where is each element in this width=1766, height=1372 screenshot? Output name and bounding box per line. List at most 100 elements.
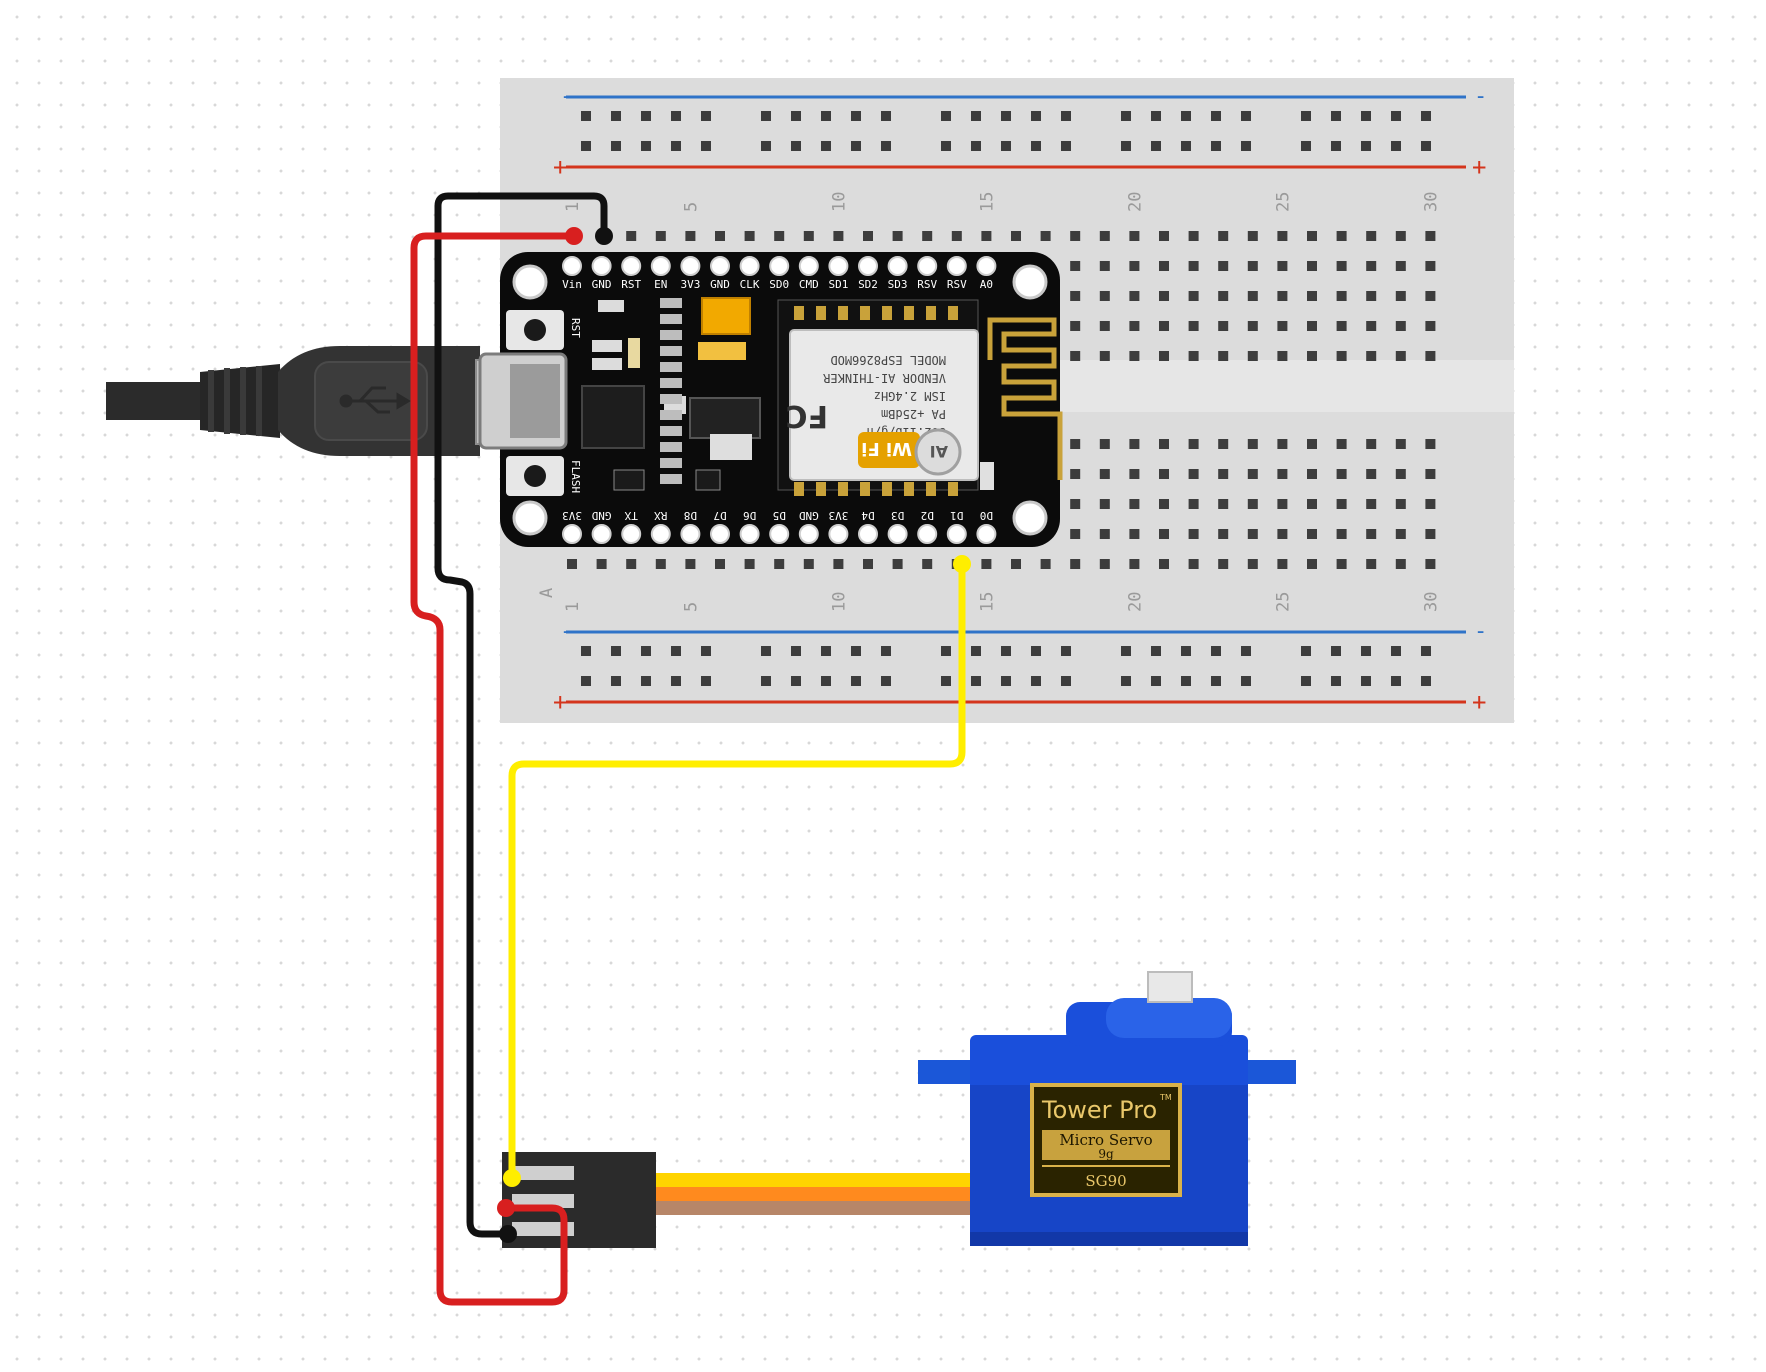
rail-hole[interactable] [1031,141,1041,151]
rail-hole[interactable] [611,646,621,656]
breadboard-hole[interactable] [951,231,962,241]
breadboard-hole[interactable] [1247,529,1258,539]
rail-hole[interactable] [1121,141,1131,151]
breadboard-hole[interactable] [1366,231,1377,241]
breadboard-hole[interactable] [1336,529,1347,539]
breadboard-hole[interactable] [1307,439,1317,449]
breadboard-hole[interactable] [1307,321,1317,331]
breadboard-hole[interactable] [892,231,903,241]
pin-pad-top[interactable] [650,256,671,276]
breadboard-hole[interactable] [1188,529,1199,539]
pin-pad-bottom[interactable] [562,524,582,544]
rail-hole[interactable] [881,646,891,656]
breadboard-hole[interactable] [1188,559,1199,569]
breadboard-hole[interactable] [1366,529,1377,539]
pin-pad-top[interactable] [562,256,582,276]
rail-hole[interactable] [1301,141,1311,151]
breadboard-hole[interactable] [1395,469,1406,479]
rail-hole[interactable] [1361,111,1371,121]
breadboard-hole[interactable] [1277,321,1288,331]
rail-hole[interactable] [791,141,801,151]
breadboard-hole[interactable] [1277,231,1288,241]
breadboard-hole[interactable] [1070,529,1081,539]
breadboard-hole[interactable] [1129,231,1140,241]
rail-hole[interactable] [1151,111,1161,121]
breadboard-hole[interactable] [1395,351,1406,361]
breadboard-hole[interactable] [626,231,637,241]
breadboard-hole[interactable] [1188,351,1199,361]
breadboard-hole[interactable] [1366,291,1377,301]
rail-hole[interactable] [1241,111,1251,121]
rail-hole[interactable] [761,141,771,151]
breadboard-hole[interactable] [1188,321,1199,331]
pin-pad-bottom[interactable] [591,524,612,544]
breadboard-hole[interactable] [833,231,844,241]
breadboard-hole[interactable] [567,559,577,569]
rail-hole[interactable] [1031,646,1041,656]
breadboard-hole[interactable] [1159,559,1169,569]
breadboard-hole[interactable] [1218,231,1229,241]
breadboard-hole[interactable] [626,559,637,569]
rail-hole[interactable] [671,141,681,151]
breadboard-hole[interactable] [1425,559,1436,569]
breadboard-hole[interactable] [1366,351,1377,361]
breadboard-hole[interactable] [1011,559,1021,569]
rail-hole[interactable] [701,111,711,121]
pin-pad-bottom[interactable] [769,524,790,544]
rail-hole[interactable] [971,676,981,686]
breadboard-hole[interactable] [1070,499,1081,509]
rail-hole[interactable] [791,646,801,656]
breadboard-hole[interactable] [1395,499,1406,509]
rail-hole[interactable] [641,646,651,656]
breadboard-hole[interactable] [1159,231,1169,241]
breadboard-hole[interactable] [715,559,725,569]
rail-hole[interactable] [1061,111,1071,121]
pin-pad-top[interactable] [858,256,878,276]
breadboard-hole[interactable] [1099,439,1110,449]
rail-hole[interactable] [881,676,891,686]
rail-hole[interactable] [1061,646,1071,656]
breadboard-hole[interactable] [1366,439,1377,449]
rail-hole[interactable] [1121,676,1131,686]
rail-hole[interactable] [821,676,831,686]
breadboard-hole[interactable] [715,231,725,241]
breadboard-hole[interactable] [1218,499,1229,509]
rail-hole[interactable] [1391,646,1401,656]
pin-pad-top[interactable] [769,256,790,276]
breadboard-hole[interactable] [1395,291,1406,301]
breadboard-hole[interactable] [1011,231,1021,241]
breadboard-hole[interactable] [1247,261,1258,271]
pin-pad-top[interactable] [798,256,819,276]
breadboard-hole[interactable] [1425,231,1436,241]
breadboard-hole[interactable] [1070,261,1081,271]
breadboard-hole[interactable] [1336,469,1347,479]
breadboard-hole[interactable] [1336,351,1347,361]
breadboard-hole[interactable] [1336,559,1347,569]
rail-hole[interactable] [971,141,981,151]
rail-hole[interactable] [1391,141,1401,151]
pin-pad-top[interactable] [680,256,701,276]
breadboard-hole[interactable] [1425,529,1436,539]
breadboard-hole[interactable] [1188,499,1199,509]
breadboard-hole[interactable] [863,231,873,241]
rail-hole[interactable] [1361,141,1371,151]
breadboard-hole[interactable] [685,231,696,241]
breadboard-hole[interactable] [1425,439,1436,449]
rail-hole[interactable] [851,141,861,151]
breadboard-hole[interactable] [1247,469,1258,479]
wire-endpoint[interactable] [595,227,613,245]
rail-hole[interactable] [761,111,771,121]
rail-hole[interactable] [1331,676,1341,686]
pin-pad-bottom[interactable] [680,524,701,544]
breadboard-hole[interactable] [1188,261,1199,271]
breadboard-hole[interactable] [1070,321,1081,331]
signal-wire[interactable] [508,564,966,1182]
rail-hole[interactable] [1421,676,1431,686]
breadboard-hole[interactable] [981,559,992,569]
pin-pad-bottom[interactable] [621,524,642,544]
rail-hole[interactable] [671,646,681,656]
pin-pad-top[interactable] [739,256,760,276]
breadboard-hole[interactable] [1277,351,1288,361]
breadboard-hole[interactable] [1425,261,1436,271]
breadboard-hole[interactable] [774,231,785,241]
